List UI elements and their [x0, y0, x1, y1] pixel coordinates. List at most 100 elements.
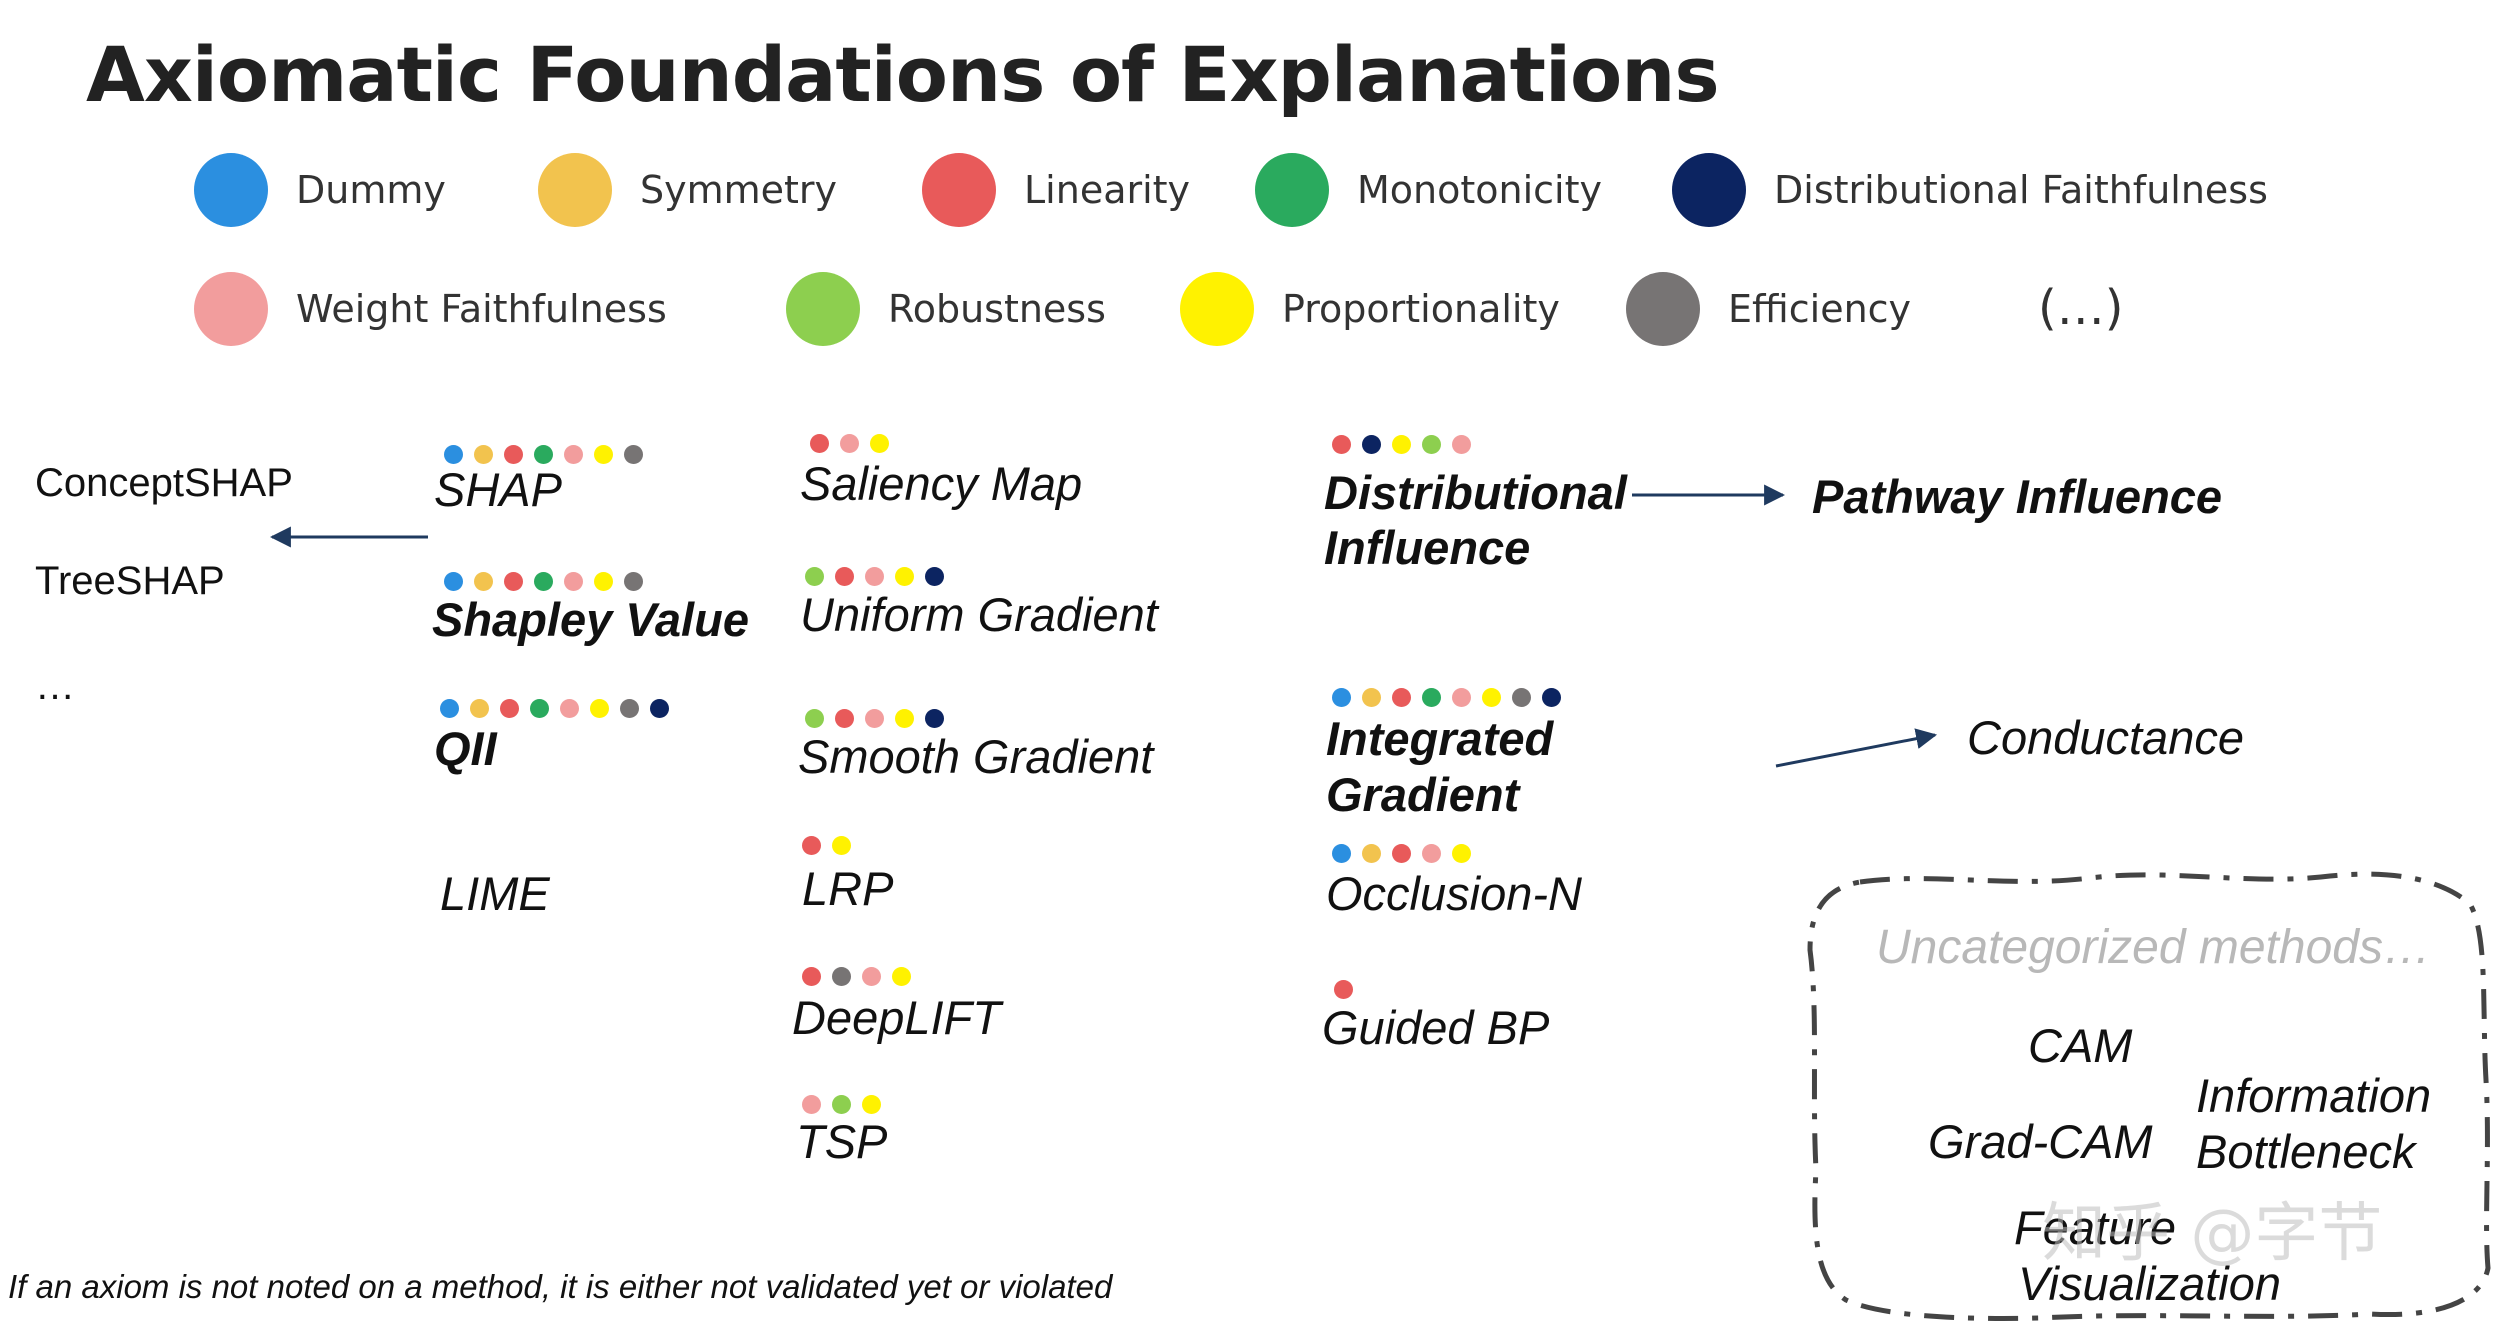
axiom-dot-efficiency	[624, 572, 643, 591]
axiom-dot-robustness	[832, 1095, 851, 1114]
legend-item-dummy: Dummy	[194, 153, 446, 227]
axiom-dot-weightfaith	[1452, 688, 1471, 707]
axiom-dot-efficiency	[620, 699, 639, 718]
variant-more: …	[35, 664, 75, 708]
axiom-dot-proportionality	[590, 699, 609, 718]
axiom-dot-proportionality	[870, 434, 889, 453]
legend-dot-icon	[922, 153, 996, 227]
legend-item-robustness: Robustness	[786, 272, 1106, 346]
axiom-dot-weightfaith	[564, 445, 583, 464]
axiom-dot-weightfaith	[865, 709, 884, 728]
axiom-dot-symmetry	[470, 699, 489, 718]
legend-more: (…)	[2038, 280, 2124, 336]
axiom-dot-weightfaith	[564, 572, 583, 591]
axiom-dots	[444, 445, 643, 464]
axiom-dot-linearity	[1392, 844, 1411, 863]
axiom-dot-dummy	[444, 572, 463, 591]
axiom-dot-proportionality	[1392, 435, 1411, 454]
axiom-dot-linearity	[500, 699, 519, 718]
method-smooth-gradient: Smooth Gradient	[798, 730, 1154, 783]
axiom-dot-proportionality	[895, 709, 914, 728]
legend-item-distributional-faithfulness: Distributional Faithfulness	[1672, 153, 2268, 227]
legend-label: Efficiency	[1728, 287, 1912, 331]
axiom-dot-monotonicity	[534, 445, 553, 464]
axiom-dot-symmetry	[1362, 844, 1381, 863]
axiom-dot-dummy	[444, 445, 463, 464]
axiom-dots	[440, 699, 669, 718]
method-shapley-value: Shapley Value	[432, 593, 749, 646]
legend-item-efficiency: Efficiency	[1626, 272, 1911, 346]
axiom-dot-proportionality	[594, 572, 613, 591]
legend-item-monotonicity: Monotonicity	[1255, 153, 1602, 227]
axiom-dot-linearity	[504, 572, 523, 591]
legend-dot-icon	[194, 153, 268, 227]
axiom-dot-distfaith	[1362, 435, 1381, 454]
axiom-dot-proportionality	[895, 567, 914, 586]
axiom-dot-linearity	[1332, 435, 1351, 454]
axiom-dot-weightfaith	[560, 699, 579, 718]
axiom-dot-distfaith	[1542, 688, 1561, 707]
uncategorized-box-border	[1807, 871, 2491, 1321]
legend-label: Distributional Faithfulness	[1774, 168, 2268, 212]
method-conductance: Conductance	[1967, 711, 2244, 764]
uncategorized-information-bottleneck-line-1: Information	[2196, 1069, 2432, 1122]
axiom-dots	[802, 1095, 881, 1114]
axiom-dot-linearity	[1334, 980, 1353, 999]
axiom-dot-weightfaith	[1452, 435, 1471, 454]
legend-item-weight-faithfulness: Weight Faithfulness	[194, 272, 667, 346]
legend-item-proportionality: Proportionality	[1180, 272, 1560, 346]
legend-dot-icon	[1626, 272, 1700, 346]
axiom-dot-linearity	[835, 709, 854, 728]
variant-conceptshap: ConceptSHAP	[35, 461, 293, 505]
method-integrated-gradient-line-1: Integrated	[1326, 712, 1554, 765]
axiom-dot-proportionality	[1452, 844, 1471, 863]
axiom-dot-dummy	[1332, 844, 1351, 863]
uncategorized-feature-visualization-line-1: Feature	[2014, 1201, 2176, 1254]
legend-dot-icon	[1255, 153, 1329, 227]
axiom-dots	[802, 836, 851, 855]
axiom-dot-weightfaith	[1422, 844, 1441, 863]
method-distributional-influence-line-1: Distributional	[1324, 466, 1627, 519]
axiom-dot-weightfaith	[865, 567, 884, 586]
method-occlusion-n: Occlusion-N	[1326, 867, 1582, 920]
axiom-dot-linearity	[504, 445, 523, 464]
arrow-integrated-to-conductance	[1775, 728, 1938, 768]
axiom-dot-linearity	[835, 567, 854, 586]
legend-label: Weight Faithfulness	[296, 287, 667, 331]
uncategorized-grad-cam: Grad-CAM	[1928, 1115, 2153, 1168]
legend-dot-icon	[194, 272, 268, 346]
legend-label: Symmetry	[640, 168, 838, 212]
uncategorized-feature-visualization-line-2: Visualization	[2018, 1257, 2282, 1310]
method-lrp: LRP	[802, 862, 894, 915]
watermark: 知乎 @字节	[2042, 1197, 2383, 1271]
method-uniform-gradient: Uniform Gradient	[800, 588, 1158, 641]
legend-dot-icon	[538, 153, 612, 227]
axiom-dot-proportionality	[862, 1095, 881, 1114]
axiom-dot-monotonicity	[1422, 688, 1441, 707]
legend-label: Monotonicity	[1357, 168, 1602, 212]
method-distributional-influence-line-2: Influence	[1324, 521, 1531, 574]
axiom-dots	[1332, 844, 1471, 863]
axiom-dot-symmetry	[1362, 688, 1381, 707]
legend-label: Proportionality	[1282, 287, 1560, 331]
method-tsp: TSP	[796, 1115, 888, 1168]
axiom-dot-dummy	[1332, 688, 1351, 707]
axiom-dots	[1332, 435, 1471, 454]
axiom-dots	[805, 709, 944, 728]
axiom-dot-symmetry	[474, 572, 493, 591]
axiom-dots	[1332, 688, 1561, 707]
axiom-dot-linearity	[802, 836, 821, 855]
method-pathway-influence: Pathway Influence	[1812, 470, 2223, 523]
page-title: Axiomatic Foundations of Explanations	[86, 30, 1720, 119]
axiom-dot-distfaith	[925, 567, 944, 586]
axiom-dot-efficiency	[832, 967, 851, 986]
method-deeplift: DeepLIFT	[792, 991, 1001, 1044]
axiom-dot-weightfaith	[840, 434, 859, 453]
axiom-dot-proportionality	[1482, 688, 1501, 707]
axiom-dot-proportionality	[832, 836, 851, 855]
axiom-dot-robustness	[1422, 435, 1441, 454]
method-lime: LIME	[440, 867, 550, 920]
variant-treeshap: TreeSHAP	[35, 559, 225, 603]
axiom-dots	[444, 572, 643, 591]
